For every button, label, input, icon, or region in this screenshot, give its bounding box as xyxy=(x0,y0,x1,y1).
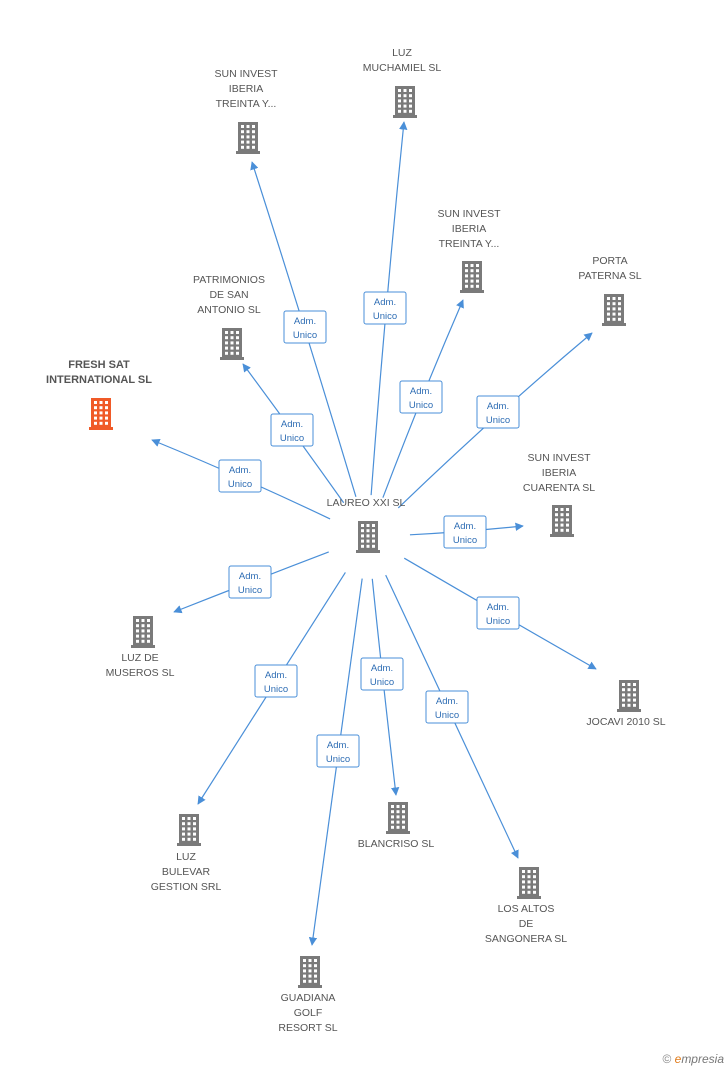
edge-label-box-porta xyxy=(476,395,520,429)
building-icon-muchamiel xyxy=(393,86,417,118)
building-icon-fresh xyxy=(89,398,113,430)
node-label-center: LAUREO XXI SL xyxy=(327,497,406,509)
edge-label-patrimonios: Adm.Unico xyxy=(280,419,304,444)
brand-first-letter: e xyxy=(674,1052,682,1066)
edge-label-box-bulevar xyxy=(254,664,298,698)
edge-label-box-fresh xyxy=(218,459,262,493)
edge-label-guadiana: Adm.Unico xyxy=(326,740,350,765)
building-icon-blancriso xyxy=(386,802,410,834)
footer-brand: © empresia xyxy=(662,1052,724,1066)
building-icon-sun3 xyxy=(550,505,574,537)
brand-name: mpresia xyxy=(681,1052,724,1066)
edge-label-box-sun3 xyxy=(443,515,487,549)
edge-label-box-altos xyxy=(425,690,469,724)
edge-label-sun2: Adm.Unico xyxy=(409,386,433,411)
edge-label-blancriso: Adm.Unico xyxy=(370,663,394,688)
edge-label-box-sun2 xyxy=(399,380,443,414)
edge-label-box-museros xyxy=(228,565,272,599)
edge-label-box-muchamiel xyxy=(363,291,407,325)
copyright-symbol: © xyxy=(662,1052,672,1066)
edge-label-box-jocavi xyxy=(476,596,520,630)
edge-label-box-sun1 xyxy=(283,310,327,344)
edge-label-box-patrimonios xyxy=(270,413,314,447)
building-icon-sun2 xyxy=(460,261,484,293)
building-icon-altos xyxy=(517,867,541,899)
building-icon-jocavi xyxy=(617,680,641,712)
edge-label-box-guadiana xyxy=(316,734,360,768)
node-label-blancriso: BLANCRISO SL xyxy=(358,838,435,850)
edge-label-box-blancriso xyxy=(360,657,404,691)
edge-label-bulevar: Adm.Unico xyxy=(264,670,288,695)
building-icon-porta xyxy=(602,294,626,326)
edge-label-sun1: Adm.Unico xyxy=(293,316,317,341)
building-icon-center xyxy=(356,521,380,553)
building-icon-guadiana xyxy=(298,956,322,988)
edge-label-sun3: Adm.Unico xyxy=(453,521,477,546)
building-icon-museros xyxy=(131,616,155,648)
edge-label-fresh: Adm.Unico xyxy=(228,465,252,490)
building-icon-sun1 xyxy=(236,122,260,154)
node-label-jocavi: JOCAVI 2010 SL xyxy=(586,716,665,728)
building-icon-patrimonios xyxy=(220,328,244,360)
edge-label-porta: Adm.Unico xyxy=(486,401,510,426)
edge-label-altos: Adm.Unico xyxy=(435,696,459,721)
edge-label-jocavi: Adm.Unico xyxy=(486,602,510,627)
edge-label-museros: Adm.Unico xyxy=(238,571,262,596)
building-icon-bulevar xyxy=(177,814,201,846)
edge-label-muchamiel: Adm.Unico xyxy=(373,297,397,322)
